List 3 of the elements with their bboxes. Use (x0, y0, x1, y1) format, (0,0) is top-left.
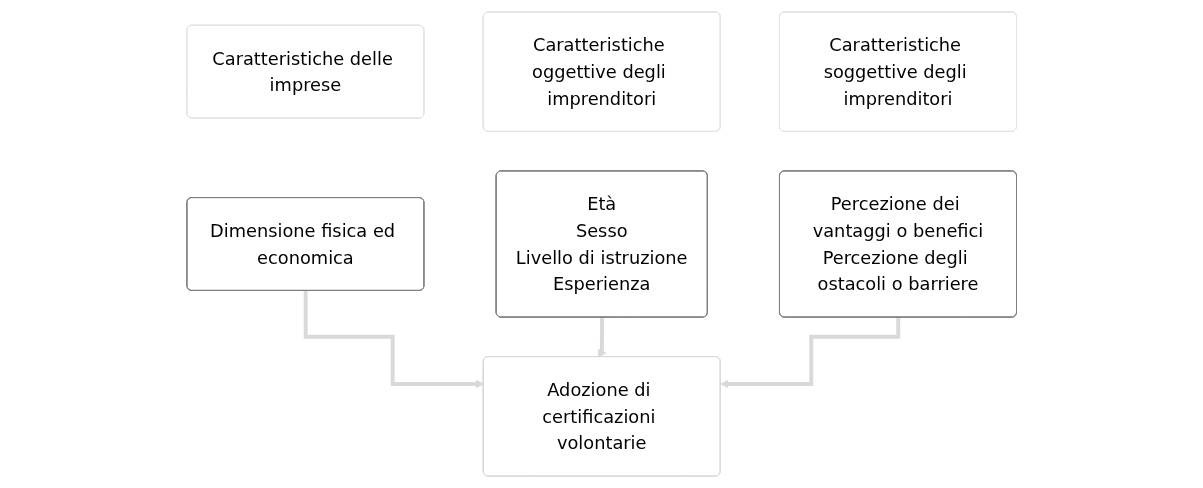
node-text: Caratteristiche delle imprese (212, 47, 393, 96)
node-text: Caratteristiche soggettive degli imprenditori (823, 34, 967, 109)
node-text: Caratteristiche oggettive degli imprenditori (531, 34, 666, 109)
